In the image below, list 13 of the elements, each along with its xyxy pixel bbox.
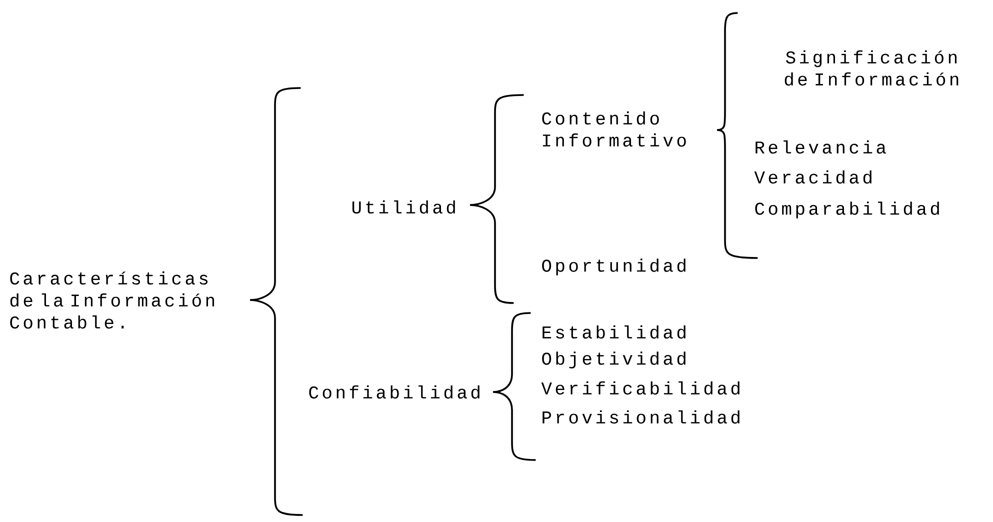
category-label: Veracidad (754, 170, 872, 184)
category-label: Oportunidad (542, 258, 686, 276)
category-label: Objetividad (542, 352, 686, 368)
category-label: Características de la Información Contable. (10, 271, 214, 329)
category-label: Utilidad (352, 200, 455, 214)
category-label: Comparabilidad (755, 202, 939, 218)
category-label: Significación de Información (784, 50, 958, 86)
category-label: Relevancia (756, 140, 886, 154)
category-label: Contenido Informativo (542, 111, 686, 147)
category-label: Estabilidad (542, 325, 686, 339)
category-label: Provisionalidad (542, 410, 740, 424)
category-label: Verificabilidad (541, 381, 740, 395)
category-label: Confiabilidad (309, 385, 480, 399)
